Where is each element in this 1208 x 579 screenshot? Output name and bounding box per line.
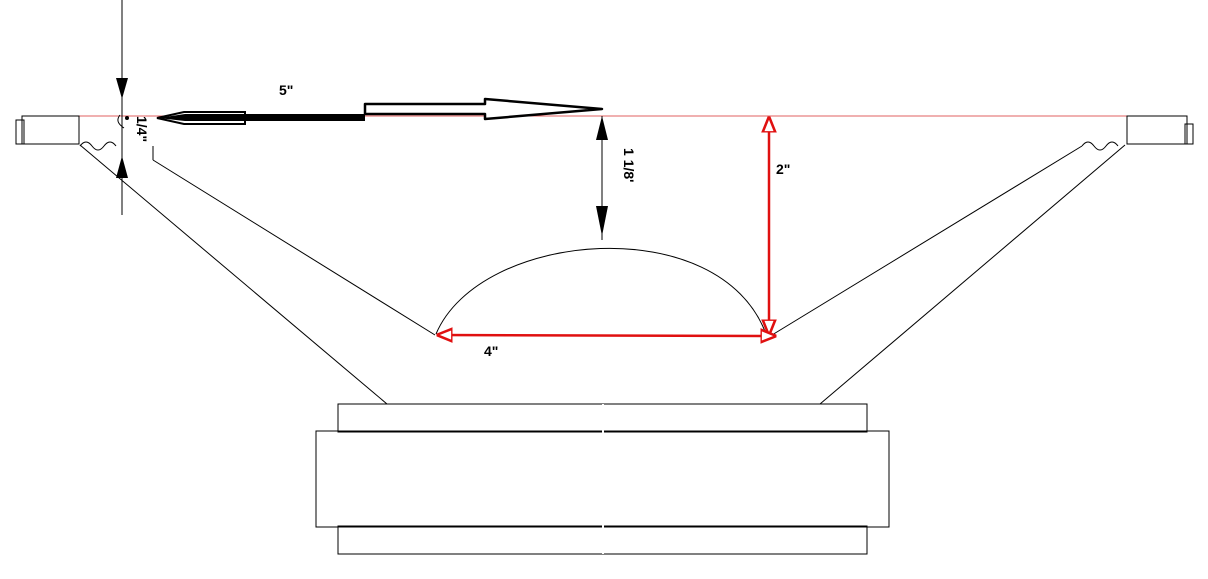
left-cone-line: [152, 159, 436, 336]
cone-depth-label: 2": [776, 161, 790, 177]
left-basket-line: [79, 144, 388, 405]
surround-height-dimension: [116, 0, 129, 215]
right-frame-flange: [1081, 115, 1194, 151]
cone-base-width-arrow: [438, 335, 775, 336]
magnet-assembly: [315, 403, 890, 555]
outer-width-arrow: [156, 97, 604, 125]
cone-base-width-label: 4": [484, 343, 498, 359]
outer-width-label: 5": [279, 82, 293, 98]
dust-cap-depth-dimension: [596, 116, 608, 240]
dust-cap-dome: [435, 247, 767, 335]
left-frame-flange: [15, 115, 117, 151]
right-basket-line: [819, 144, 1126, 405]
surround-height-label: 1/4": [134, 116, 150, 142]
dust-cap-depth-label: 1 1/8': [621, 148, 637, 182]
right-cone-line: [771, 145, 1083, 336]
